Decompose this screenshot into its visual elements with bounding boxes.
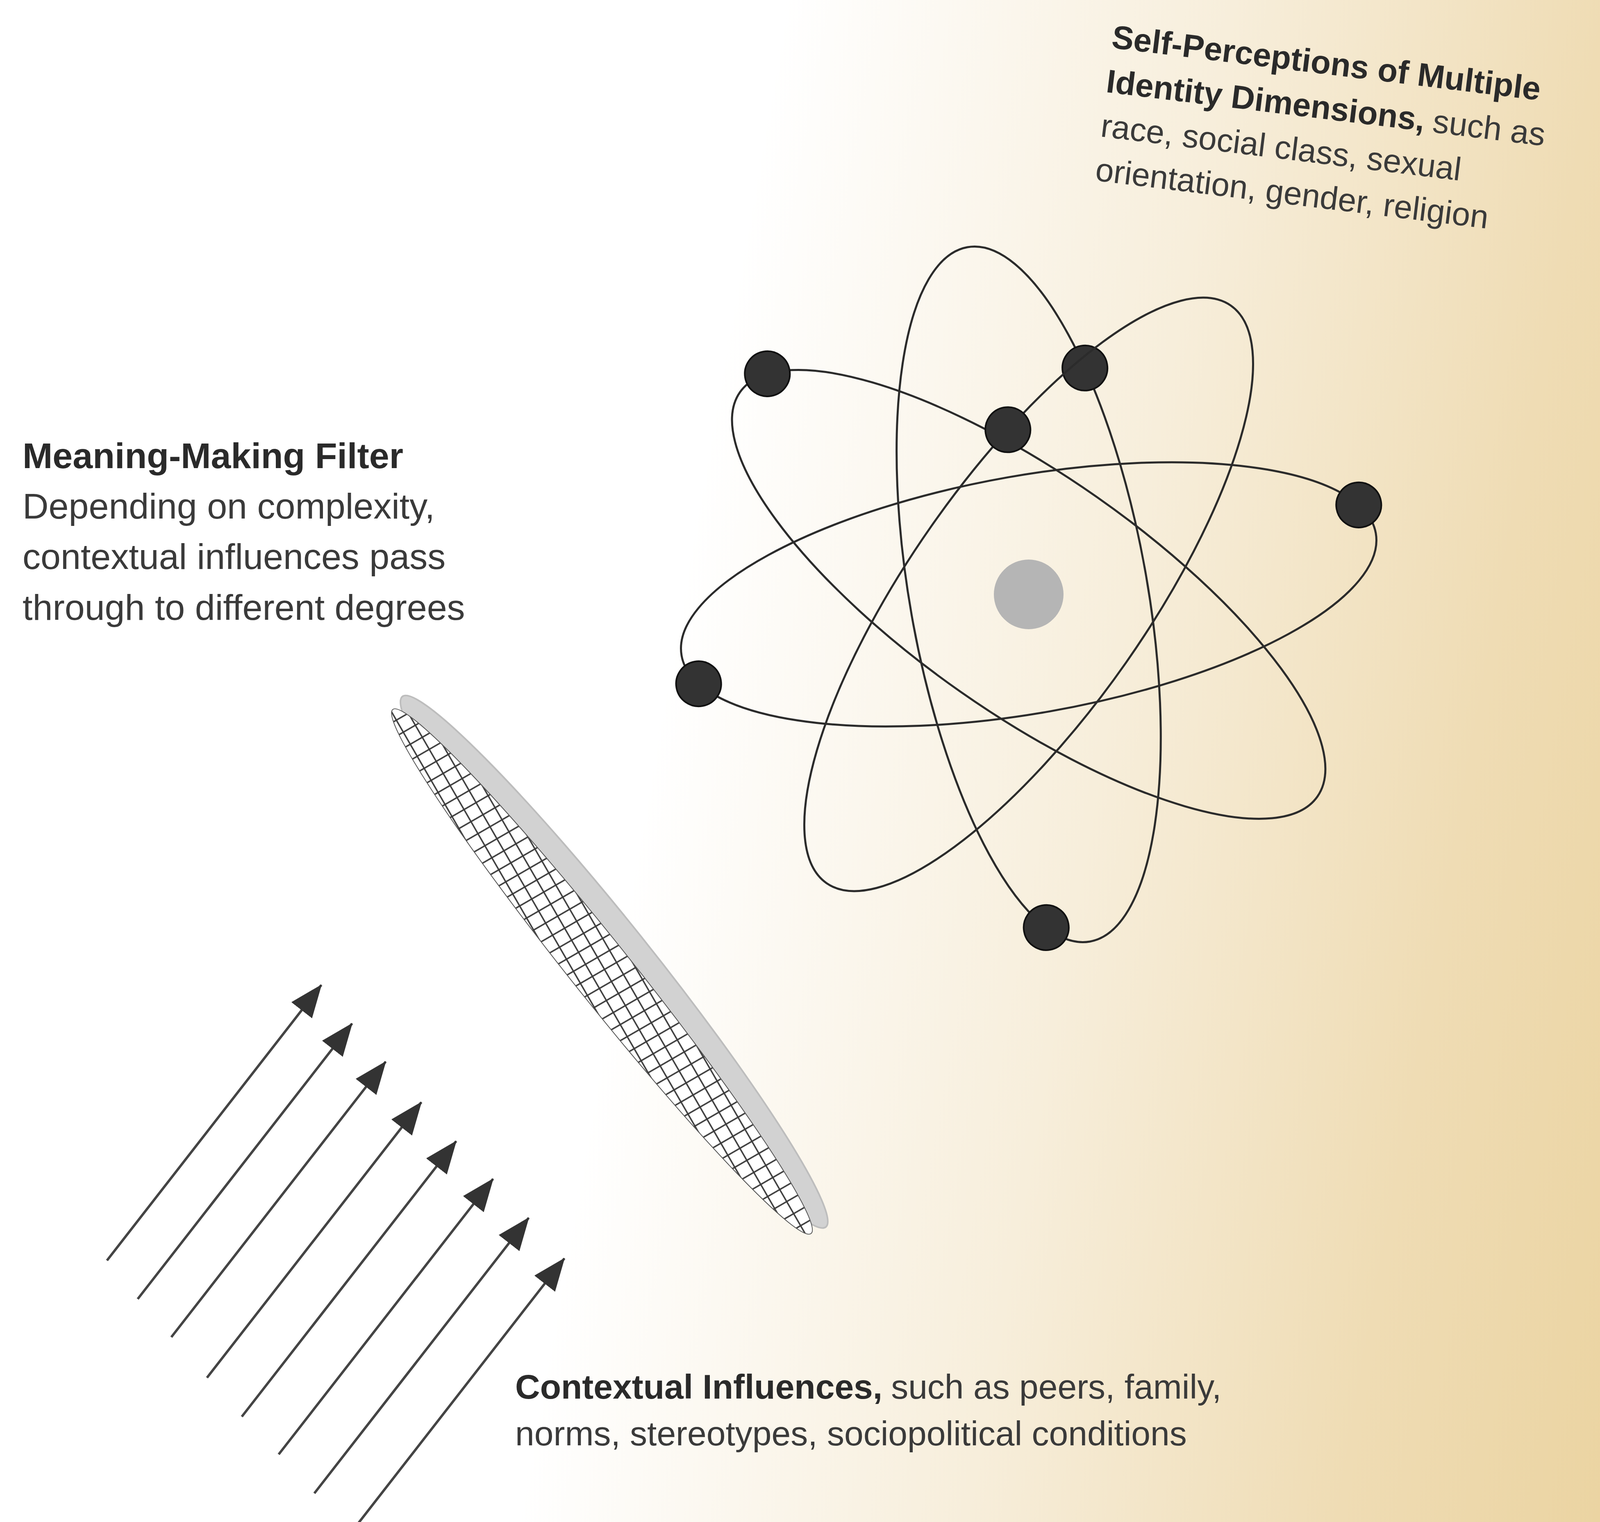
atom-figure	[650, 226, 1407, 964]
filter-label: Meaning-Making FilterDepending on comple…	[22, 430, 564, 633]
electron-dot	[672, 657, 725, 710]
orbit	[850, 226, 1207, 964]
filter-face	[369, 690, 835, 1252]
nucleus	[993, 559, 1064, 630]
identity-label: Self-Perceptions of Multiple Identity Di…	[1093, 14, 1555, 246]
label-heading: Contextual Influences,	[515, 1367, 883, 1406]
influence-arrow	[206, 1102, 422, 1378]
orbit-ellipse	[850, 226, 1207, 963]
orbit-ellipse	[661, 415, 1397, 773]
influence-arrow	[241, 1140, 457, 1417]
influence-arrow	[137, 1023, 353, 1299]
electron-dot	[1020, 901, 1073, 954]
orbit-ellipse	[729, 237, 1329, 952]
filter-disk	[367, 673, 855, 1255]
context-label: Contextual Influences,such as peers, fam…	[515, 1363, 1294, 1457]
influence-arrow	[278, 1178, 494, 1455]
label-body: Depending on complexity, contextual infl…	[22, 480, 564, 633]
influence-arrow	[106, 984, 322, 1261]
orbit	[650, 414, 1407, 775]
orbit	[663, 288, 1386, 894]
electron-dot	[736, 342, 799, 405]
influence-arrow	[171, 1061, 386, 1337]
influence-arrows	[106, 984, 565, 1522]
electron-dot	[1058, 341, 1111, 394]
filter-mesh	[369, 690, 835, 1252]
electron-dot	[1332, 478, 1385, 531]
orbit	[716, 228, 1329, 952]
label-heading: Meaning-Making Filter	[22, 430, 564, 481]
influence-arrow	[314, 1217, 529, 1494]
orbit-ellipse	[671, 294, 1386, 894]
electron-dot	[976, 398, 1040, 462]
